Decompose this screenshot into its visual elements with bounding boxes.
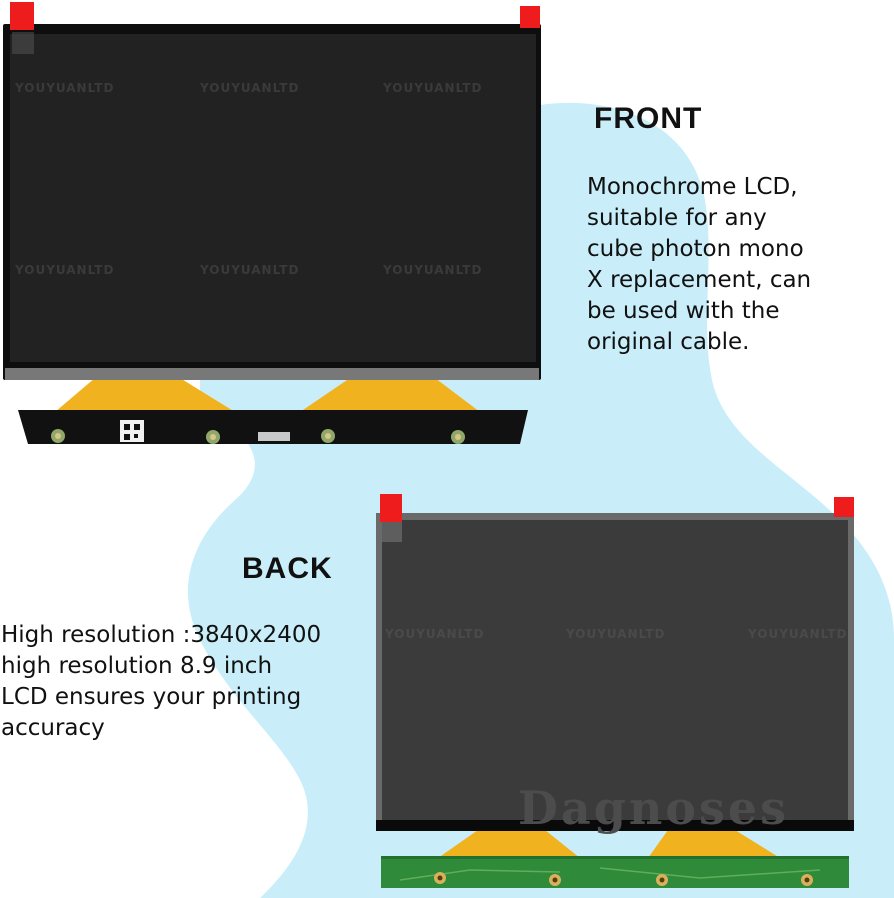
youyuanltd-watermark: YOUYUANLTD <box>199 81 299 95</box>
back-flex-cable-left <box>438 830 580 858</box>
back-protective-tab-left <box>380 494 402 522</box>
back-heading: BACK <box>242 552 333 585</box>
front-protective-tab-left <box>10 2 34 30</box>
back-stamp-watermark: Dagnoses <box>518 781 789 835</box>
front-description: Monochrome LCD, suitable for any cube ph… <box>587 174 812 355</box>
front-protective-tab-right <box>520 6 540 28</box>
back-screen-surface <box>382 520 848 820</box>
back-protective-tab-right <box>834 497 854 517</box>
front-driver-board <box>18 410 528 444</box>
front-flex-cable-right <box>300 378 480 412</box>
youyuanltd-watermark: YOUYUANLTD <box>199 263 299 277</box>
back-description: High resolution :3840x2400 high resoluti… <box>1 622 322 741</box>
front-screen-surface <box>10 34 536 362</box>
youyuanltd-watermark: YOUYUANLTD <box>14 81 114 95</box>
youyuanltd-watermark: YOUYUANLTD <box>384 627 484 641</box>
front-heading: FRONT <box>594 102 703 135</box>
youyuanltd-watermark: YOUYUANLTD <box>565 627 665 641</box>
youyuanltd-watermark: YOUYUANLTD <box>747 627 847 641</box>
youyuanltd-watermark: YOUYUANLTD <box>382 81 482 95</box>
back-flex-cable-right <box>648 830 780 858</box>
youyuanltd-watermark: YOUYUANLTD <box>14 263 114 277</box>
front-flex-cable-left <box>55 378 235 412</box>
front-lcd-panel: YOUYUANLTD YOUYUANLTD YOUYUANLTD YOUYUAN… <box>3 2 541 444</box>
youyuanltd-watermark: YOUYUANLTD <box>382 263 482 277</box>
back-lcd-panel: YOUYUANLTD YOUYUANLTD YOUYUANLTD Dagnose… <box>376 494 854 888</box>
